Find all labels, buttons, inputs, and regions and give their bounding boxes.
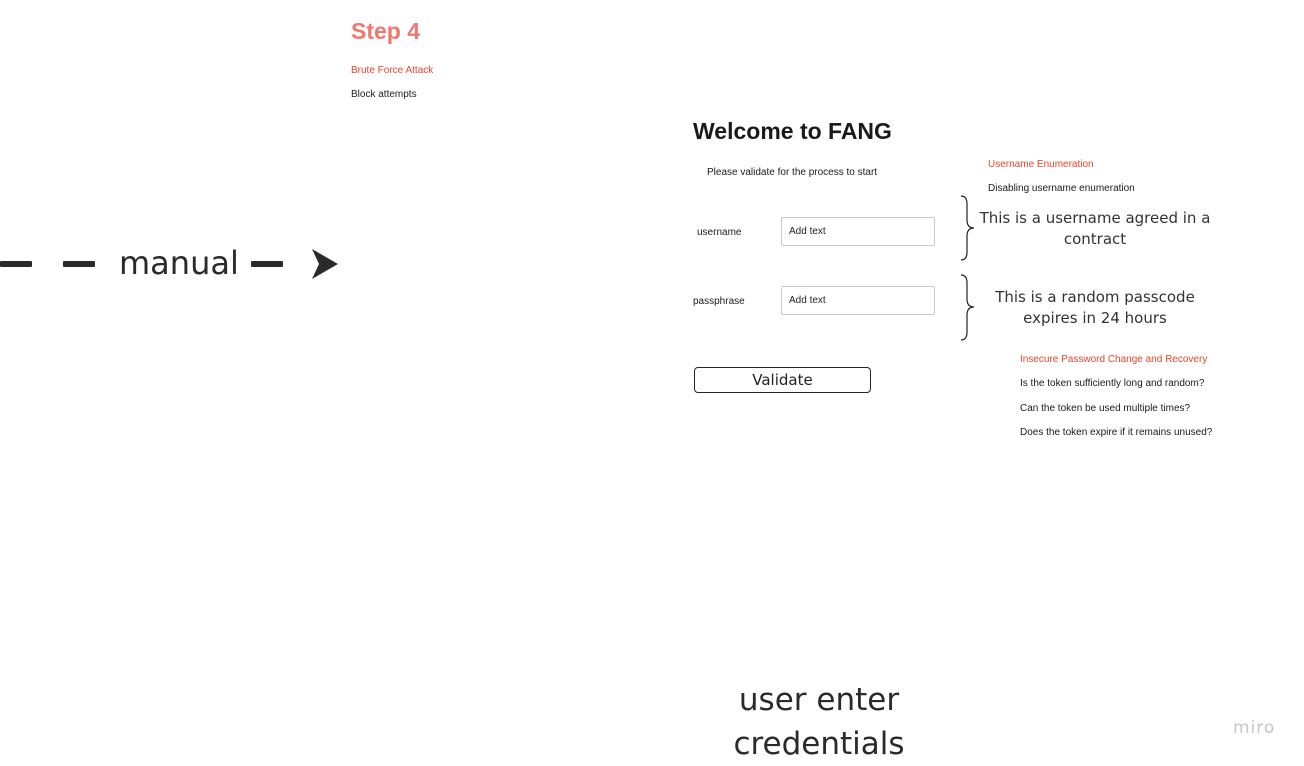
username-note: This is a username agreed in a contract [979,209,1211,248]
form-title: Welcome to FANG [693,118,892,144]
password-note: This is a random passcode expires in 24 … [995,288,1195,327]
brace-icon [960,195,975,261]
arrow-label: manual [119,244,239,282]
arrow-dash [0,261,32,267]
validate-button[interactable]: Validate [694,367,871,393]
enumeration-sub: Disabling username enumeration [988,183,1135,194]
flow-bottom-label: user enter credentials [733,682,905,762]
passphrase-label: passphrase [693,296,745,307]
passphrase-input[interactable] [781,286,935,315]
arrowhead-icon [312,249,338,279]
step-title: Step 4 [351,18,421,44]
step-vulnerability: Brute Force Attack [351,65,434,76]
arrow-dash [63,261,95,267]
form-subtitle: Please validate for the process to start [707,167,878,178]
step-mitigation: Block attempts [351,89,417,100]
question-item: Does the token expire if it remains unus… [1020,427,1213,438]
question-item: Is the token sufficiently long and rando… [1020,378,1205,389]
password-change-title: Insecure Password Change and Recovery [1020,354,1208,365]
miro-logo: miro [1233,718,1276,738]
enumeration-title: Username Enumeration [988,159,1094,170]
question-item: Can the token be used multiple times? [1020,403,1191,414]
brace-icon [960,274,975,341]
username-label: username [697,227,742,238]
username-input[interactable] [781,217,935,246]
flow-arrow: manual [0,240,345,288]
arrow-dash [251,261,283,267]
